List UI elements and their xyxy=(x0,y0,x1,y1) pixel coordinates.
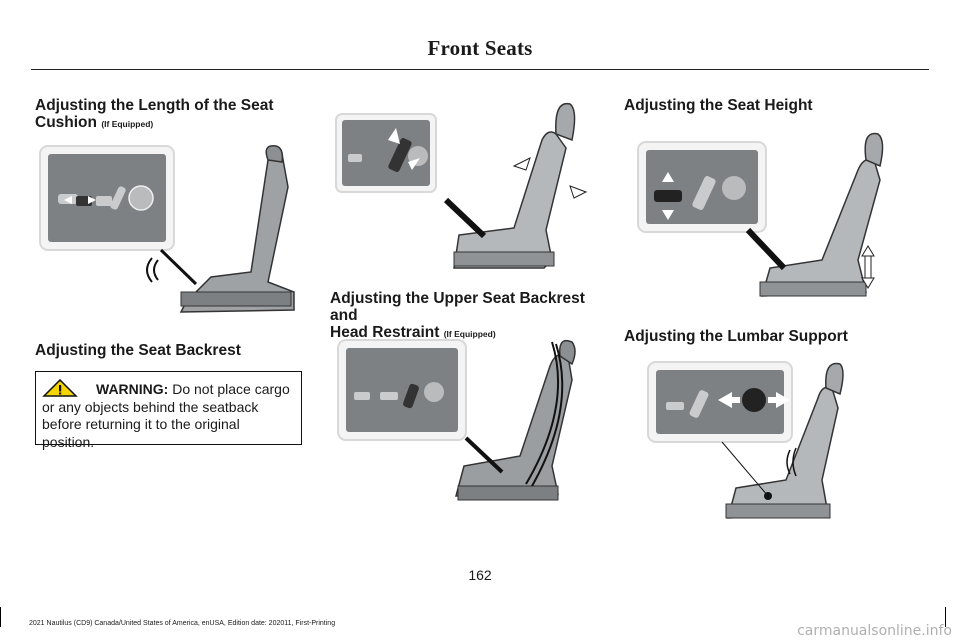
lumbar-support-illustration xyxy=(647,361,844,519)
warning-box: WARNING: Do not place cargo or any objec… xyxy=(35,371,302,450)
heading-text: Adjusting the Seat Height xyxy=(624,97,813,114)
crop-mark xyxy=(945,607,946,627)
edition-footer: 2021 Nautilus (CD9) Canada/United States… xyxy=(29,620,336,627)
heading-text: Adjusting the Seat Backrest xyxy=(35,342,241,359)
section-heading-lumbar: Adjusting the Lumbar Support xyxy=(624,328,848,345)
heading-line: Head Restraint xyxy=(330,324,440,341)
equipped-note: (If Equipped) xyxy=(443,329,496,339)
crop-mark xyxy=(0,607,1,627)
upper-backrest-illustration xyxy=(337,339,576,501)
section-heading-cushion-length: Adjusting the Length of the Seat Cushion… xyxy=(35,97,305,133)
section-heading-backrest: Adjusting the Seat Backrest xyxy=(35,342,241,359)
page-title: Front Seats xyxy=(427,36,533,60)
seat-cushion-length-illustration xyxy=(39,145,295,313)
warning-label: WARNING: xyxy=(96,381,169,397)
section-heading-seat-height: Adjusting the Seat Height xyxy=(624,97,813,114)
equipped-note: (If Equipped) xyxy=(101,119,154,129)
heading-line: Cushion xyxy=(35,114,97,131)
warning-icon xyxy=(42,379,78,397)
warning-text: Do not place cargo or any objects behind… xyxy=(42,381,290,450)
section-heading-upper-backrest: Adjusting the Upper Seat Backrest and He… xyxy=(330,290,605,343)
seat-backrest-illustration xyxy=(335,102,588,269)
page-number: 162 xyxy=(468,567,492,583)
heading-line: Adjusting the Upper Seat Backrest and xyxy=(330,290,585,324)
seat-height-illustration xyxy=(637,132,884,297)
heading-text: Adjusting the Lumbar Support xyxy=(624,328,848,345)
watermark-text: carmanualsonline.info xyxy=(797,623,952,639)
heading-line: Adjusting the Length of the Seat xyxy=(35,97,274,114)
header-rule xyxy=(31,69,929,70)
